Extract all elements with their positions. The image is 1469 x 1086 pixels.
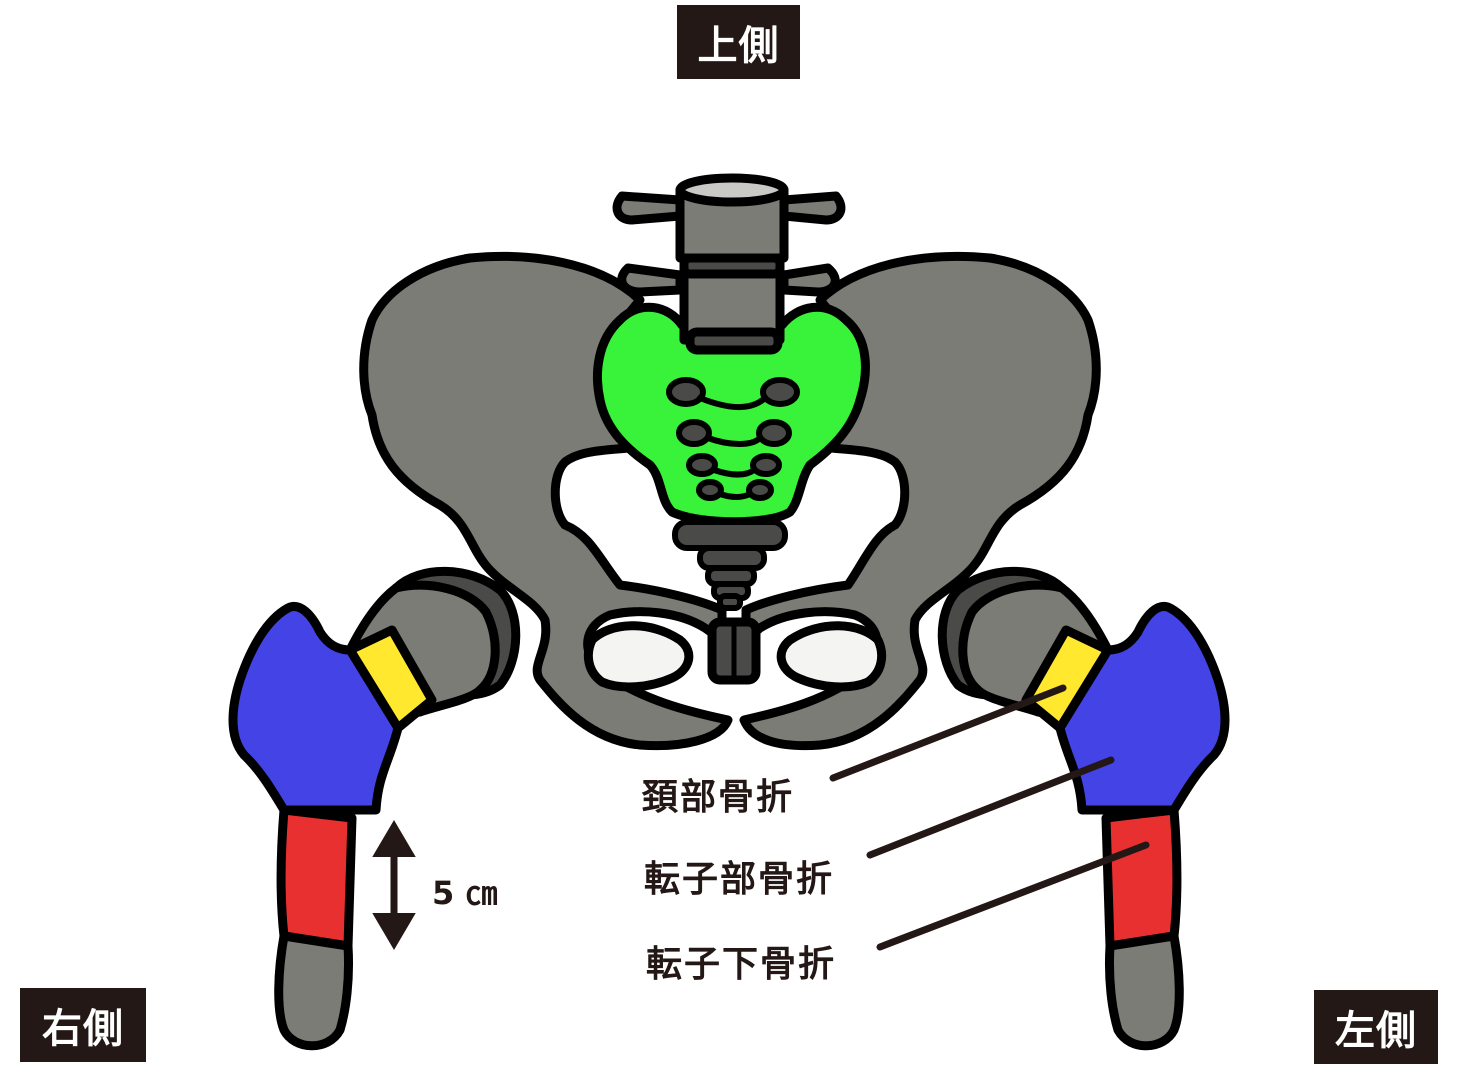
sacral-foramen: [760, 377, 800, 407]
sacral-foramen: [676, 419, 712, 447]
sacrum: [593, 302, 870, 527]
neck-fracture-leader: [829, 684, 1067, 782]
sacral-foramen: [746, 479, 774, 501]
subtrochanteric-fracture-leader: [876, 841, 1150, 951]
lumbar-vertebrae: [612, 173, 846, 355]
right-femur: [228, 566, 521, 1051]
distance-arrow: [372, 820, 416, 950]
distance-label: 5 ㎝: [432, 874, 498, 912]
neck-fracture-label: 頚部骨折: [642, 777, 795, 818]
trochanteric-fracture-label: 転子部骨折: [644, 859, 835, 900]
right-ilium: [359, 251, 733, 751]
left-obturator-foramen: [776, 621, 887, 692]
orientation-right-side-label: 右側: [20, 988, 146, 1062]
sacral-foramen: [750, 453, 782, 477]
trochanteric-fracture-leader: [866, 756, 1115, 859]
right-obturator-foramen: [583, 621, 694, 692]
subtrochanteric-fracture-label: 転子下骨折: [646, 944, 837, 985]
orientation-left-side-label: 左側: [1314, 990, 1438, 1064]
orientation-top-label: 上側: [677, 5, 800, 79]
sacral-foramen: [696, 479, 724, 501]
coccyx: [672, 519, 788, 611]
sacral-foramen: [666, 377, 706, 407]
sacral-foramen: [686, 453, 718, 477]
left-femur: [937, 566, 1230, 1051]
sacral-foramen: [756, 419, 792, 447]
left-ilium: [739, 251, 1101, 751]
